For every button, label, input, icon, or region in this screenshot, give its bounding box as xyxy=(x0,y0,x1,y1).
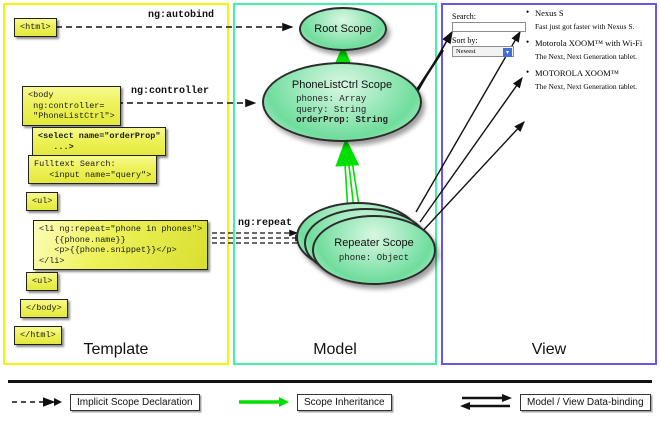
legend-implicit-scope: Implicit Scope Declaration xyxy=(10,393,200,411)
legend-scope-inheritance-label: Scope Inheritance xyxy=(297,393,392,411)
panel-model: Model xyxy=(233,3,437,365)
code-box-html-close: </html> xyxy=(14,326,62,345)
scope-phonelistctrl: PhoneListCtrl Scope phones: Array query:… xyxy=(262,62,422,142)
phone-name: Nexus S xyxy=(524,7,656,18)
legend-implicit-scope-label: Implicit Scope Declaration xyxy=(70,393,200,411)
phone-snippet: Fast just got faster with Nexus S. xyxy=(535,22,635,31)
phone-snippet: The Next, Next Generation tablet. xyxy=(535,82,638,91)
code-box-ul-open: <ul> xyxy=(26,192,59,211)
code-box-body-open: <body ng:controller= "PhoneListCtrl"> xyxy=(22,86,121,126)
code-box-select: <select name="orderProp" ...> xyxy=(32,127,167,156)
chevron-down-icon: ▾ xyxy=(503,48,512,57)
legend-data-binding: Model / View Data-binding xyxy=(460,393,651,411)
phone-snippet: The Next, Next Generation tablet. xyxy=(535,52,638,61)
code-box-body-close: </body> xyxy=(20,299,68,318)
phone-list: Nexus S Fast just got faster with Nexus … xyxy=(524,7,656,98)
edge-label-ng-controller: ng:controller xyxy=(131,86,210,97)
edge-label-ng-repeat: ng:repeat xyxy=(238,218,293,229)
panel-template-label: Template xyxy=(83,341,149,358)
view-search-form: Search: Sort by: Newest ▾ xyxy=(452,12,530,57)
scope-phonelistctrl-title: PhoneListCtrl Scope xyxy=(291,78,393,91)
search-label: Search: xyxy=(452,12,476,21)
code-box-search: Fulltext Search: <input name="query"> xyxy=(28,155,158,184)
double-arrow-icon xyxy=(460,394,512,410)
list-item[interactable]: MOTOROLA XOOM™ The Next, Next Generation… xyxy=(524,67,656,91)
search-input[interactable] xyxy=(452,22,526,32)
scope-repeater: Repeater Scope phone: Object xyxy=(312,215,436,285)
dashed-arrow-icon xyxy=(12,397,62,407)
scope-root: Root Scope xyxy=(299,7,387,51)
green-arrow-icon xyxy=(239,397,289,407)
scope-repeater-title: Repeater Scope xyxy=(334,237,414,249)
code-box-html-open: <html> xyxy=(14,18,57,37)
phone-name: Motorola XOOM™ with Wi-Fi xyxy=(524,37,656,48)
scope-root-title: Root Scope xyxy=(314,22,372,35)
legend-divider xyxy=(8,380,652,383)
scope-phonelistctrl-props: phones: Array query: String orderProp: S… xyxy=(296,94,388,125)
code-box-li-repeat: <li ng:repeat="phone in phones"> {{phone… xyxy=(33,220,209,270)
sort-by-select[interactable]: Newest ▾ xyxy=(452,46,514,57)
legend-data-binding-label: Model / View Data-binding xyxy=(520,393,651,411)
sort-by-value: Newest xyxy=(456,48,476,55)
code-box-ul-close: <ul> xyxy=(26,272,59,291)
panel-view-label: View xyxy=(531,341,567,358)
list-item[interactable]: Nexus S Fast just got faster with Nexus … xyxy=(524,7,656,31)
edge-label-ng-autobind: ng:autobind xyxy=(148,10,215,21)
list-item[interactable]: Motorola XOOM™ with Wi-Fi The Next, Next… xyxy=(524,37,656,61)
scope-repeater-props: phone: Object xyxy=(338,252,410,263)
panel-model-label: Model xyxy=(313,341,357,358)
phone-name: MOTOROLA XOOM™ xyxy=(524,67,656,78)
sort-by-label: Sort by: xyxy=(452,36,478,45)
legend-scope-inheritance: Scope Inheritance xyxy=(237,393,392,411)
